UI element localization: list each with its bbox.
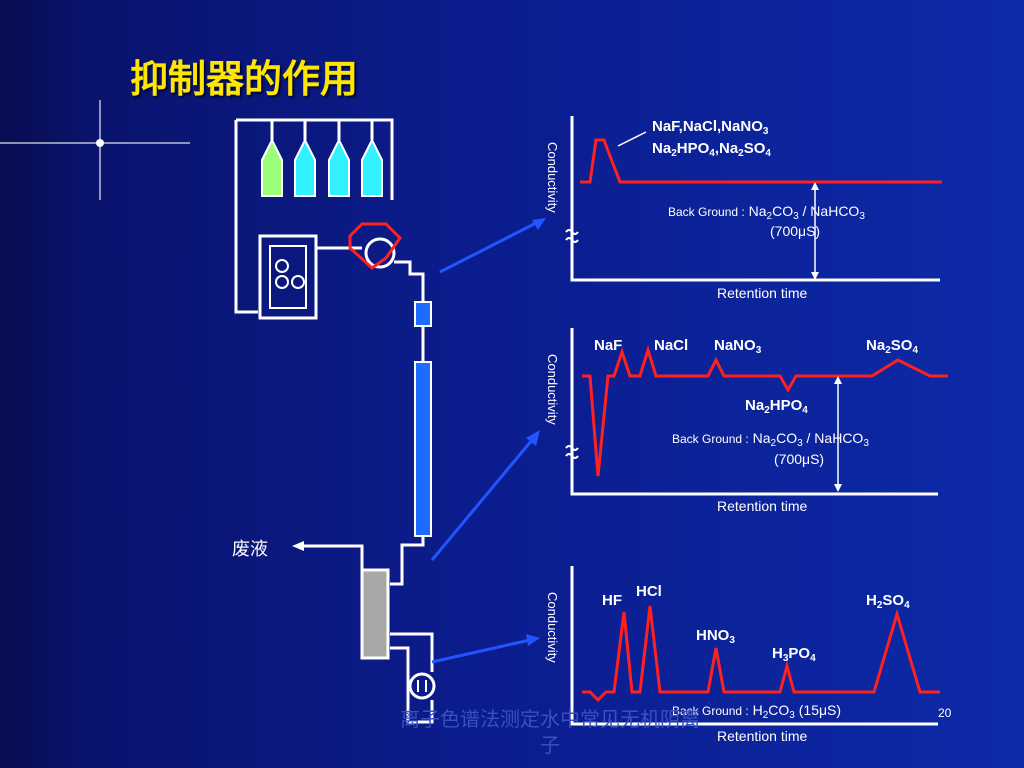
panel-1-axis-break <box>565 229 579 243</box>
panel-3-xlabel: Retention time <box>717 728 808 744</box>
panel-2-peak-nacl: NaCl <box>654 337 689 354</box>
panel-1-peak-label-b: Na2HPO4,Na2SO4 <box>652 140 771 159</box>
panel-3-peak-hf: HF <box>602 592 622 609</box>
panel-1-peak-leader <box>617 131 647 147</box>
panel-1-xlabel: Retention time <box>717 285 808 301</box>
eluent-manifold <box>234 118 394 314</box>
panel-1-ylabel: Conductivity <box>545 142 560 213</box>
page-number: 20 <box>938 706 952 720</box>
chart-panel-1 <box>565 116 942 282</box>
left-side-band <box>0 0 100 768</box>
panel-2-axis-break <box>565 445 579 459</box>
panel-2-peak-nano3: NaNO3 <box>714 337 762 356</box>
panel-3-peak-hno3: HNO3 <box>696 627 735 646</box>
chart-panel-2 <box>565 328 948 496</box>
guard-column <box>414 301 432 327</box>
panel-1-trace <box>580 138 942 184</box>
instrument-schematic <box>234 118 436 724</box>
panel-1-background-value: (700μS) <box>770 223 821 239</box>
panel-2-xlabel: Retention time <box>717 498 808 514</box>
panel-2-ylabel: Conductivity <box>545 354 560 425</box>
chart-panel-3 <box>570 566 940 726</box>
panel-3-peak-h3po4: H3PO4 <box>772 645 816 664</box>
panel-3-ylabel: Conductivity <box>545 592 560 663</box>
panel-2-peak-naf: NaF <box>594 337 623 354</box>
panel-3-peak-hcl: HCl <box>636 583 662 600</box>
star-flare-decoration <box>0 100 190 200</box>
panel-3-axes <box>570 566 938 726</box>
eluent-bottle-3 <box>328 137 350 197</box>
page-title: 抑制器的作用 <box>130 57 359 101</box>
panel-1-axes <box>570 116 940 282</box>
eluent-bottle-4 <box>361 137 383 197</box>
eluent-bottle-1 <box>261 137 283 197</box>
pump-box <box>258 234 318 320</box>
panel-2-peak-na2hpo4: Na2HPO4 <box>745 397 808 416</box>
waste-label: 废液 <box>232 539 268 560</box>
waste-arrow-icon <box>292 541 304 551</box>
panel-2-background-label: Back Ground : Na2CO3 / NaHCO3 <box>672 430 869 449</box>
sample-loop <box>348 222 402 270</box>
panel-3-trace <box>582 605 940 703</box>
conductivity-detector <box>408 672 436 700</box>
suppressor <box>360 568 390 660</box>
footer-caption: 离子色谱法测定水中常见无机阴离子 <box>400 707 700 757</box>
injection-valve <box>364 237 396 269</box>
panel-2-peak-na2so4: Na2SO4 <box>866 337 918 356</box>
eluent-bottle-2 <box>294 137 316 197</box>
panel-2-axes <box>570 328 938 496</box>
panel-3-peak-h2so4: H2SO4 <box>866 592 910 611</box>
analytical-column <box>414 361 432 537</box>
panel-2-trace <box>582 344 948 477</box>
panel-3-background-label: Back Ground : H2CO3 (15μS) <box>672 702 842 721</box>
panel-2-background-value: (700μS) <box>774 451 825 467</box>
eluent-bottles <box>261 137 383 197</box>
panel-1-peak-label-a: NaF,NaCl,NaNO3 <box>652 118 769 137</box>
pointer-arrows <box>430 218 546 664</box>
panel-1-background-label: Back Ground : Na2CO3 / NaHCO3 <box>668 203 865 222</box>
